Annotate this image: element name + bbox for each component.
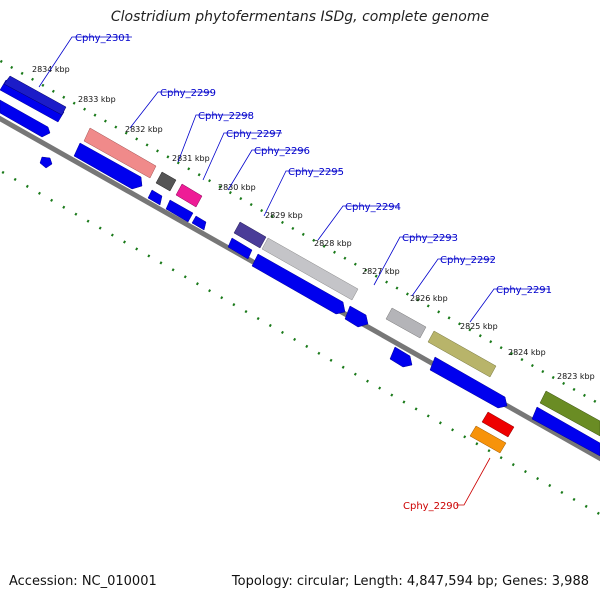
kbp-label: 2825 kbp (460, 322, 498, 331)
gene-bar (385, 307, 427, 339)
gene-bar (175, 183, 203, 208)
label-leaders (38, 36, 550, 506)
gene-label: Cphy_2291 (496, 285, 552, 296)
cds-arrow (227, 237, 253, 260)
cds-arrow (389, 346, 413, 368)
gene-bar (539, 390, 600, 437)
cds-arrow (165, 199, 194, 223)
gene-label: Cphy_2301 (75, 33, 131, 44)
kbp-label: 2824 kbp (508, 348, 546, 357)
gene-bar (155, 171, 177, 192)
cds-arrow (147, 189, 163, 206)
kbp-label: 2832 kbp (125, 125, 163, 134)
cds-arrow (191, 215, 207, 231)
gene-label: Cphy_2290 (403, 501, 459, 512)
kbp-label: 2826 kbp (410, 294, 448, 303)
gene-features (3, 75, 600, 454)
gene-label: Cphy_2299 (160, 88, 216, 99)
cds-arrow (251, 253, 346, 315)
gene-labels: Cphy_2301 Cphy_2299 Cphy_2298 Cphy_2297 … (75, 33, 552, 512)
gene-label: Cphy_2298 (198, 111, 254, 122)
gene-bar (427, 330, 497, 378)
gene-bar (261, 237, 359, 301)
kbp-label: 2827 kbp (362, 267, 400, 276)
kbp-label: 2823 kbp (557, 372, 595, 381)
gene-bar (469, 425, 507, 454)
kbp-label: 2833 kbp (78, 95, 116, 104)
map-title: Clostridium phytofermentans ISDg, comple… (110, 9, 490, 25)
accession-text: Accession: NC_010001 (9, 574, 157, 589)
cds-track (0, 79, 600, 457)
gene-label: Cphy_2292 (440, 255, 496, 266)
kbp-label: 2828 kbp (314, 239, 352, 248)
gene-bar (3, 75, 67, 116)
gene-label: Cphy_2295 (288, 167, 344, 178)
kbp-scale: 2834 kbp 2833 kbp 2832 kbp 2831 kbp 2830… (32, 65, 595, 381)
gene-label: Cphy_2293 (402, 233, 458, 244)
cds-arrow (531, 406, 600, 457)
cds-arrow (39, 156, 53, 169)
kbp-label: 2831 kbp (172, 154, 210, 163)
kbp-label: 2829 kbp (265, 211, 303, 220)
gene-label: Cphy_2294 (345, 202, 401, 213)
gene-bar (83, 127, 157, 179)
cds-arrow (344, 305, 369, 328)
cds-arrow (0, 99, 51, 138)
gene-label: Cphy_2296 (254, 146, 310, 157)
gene-bar (233, 221, 267, 249)
gene-bar (481, 411, 515, 438)
genome-summary-text: Topology: circular; Length: 4,847,594 bp… (231, 574, 589, 589)
gene-label: Cphy_2297 (226, 129, 282, 140)
kbp-label: 2830 kbp (218, 183, 256, 192)
cds-arrow (429, 356, 508, 409)
cds-arrow (73, 142, 143, 190)
